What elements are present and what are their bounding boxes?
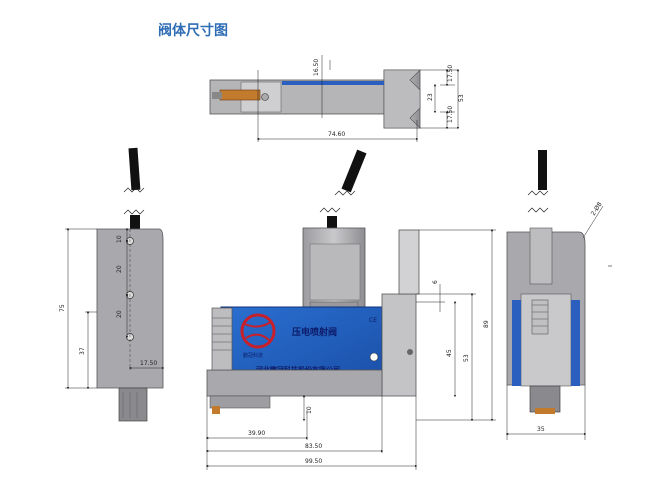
dim-front-89: 89 [483, 320, 490, 328]
ce-mark: CE [369, 317, 377, 324]
dim-left-75: 75 [59, 304, 66, 312]
dim-front-45: 45 [446, 349, 453, 357]
front-adjust-screw [211, 307, 233, 371]
left-cable [128, 147, 141, 191]
right-cable [538, 150, 547, 190]
dim-right-35: 35 [537, 426, 545, 433]
dim-left-37: 37 [79, 347, 86, 355]
dim-front-39-90: 39.90 [248, 430, 265, 437]
dim-front-83-50: 83.50 [305, 443, 322, 450]
company-name: 河北鹏冠科技股份有限公司 [256, 365, 340, 374]
dim-front-99-50: 99.50 [305, 458, 322, 465]
dim-front-10: 10 [306, 406, 313, 414]
company-logo [240, 313, 276, 349]
right-side-view: 2-Ø8 35 [505, 150, 612, 440]
left-side-view: 10 20 20 75 37 17.50 [59, 147, 165, 422]
dim-right-2-phi8: 2-Ø8 [590, 201, 604, 217]
dim-front-53: 53 [463, 354, 470, 362]
dim-top-23: 23 [427, 93, 434, 101]
dim-top-53: 53 [458, 94, 465, 102]
cable-connector [219, 89, 261, 101]
front-view: 鹏冠科技 压电喷射阀 CE 河北鹏冠科技股份有限公司 WWW.CNPGKJ.CO… [205, 149, 496, 470]
dim-top-74-60: 74.60 [328, 131, 345, 138]
logo-text: 鹏冠科技 [243, 352, 263, 359]
dim-front-6: 6 [432, 280, 439, 284]
dim-top-17-50-b: 17.50 [447, 106, 454, 123]
left-body [96, 228, 164, 389]
front-right-block [381, 293, 417, 397]
dim-left-17-50: 17.50 [140, 360, 157, 367]
dim-left-10: 10 [116, 235, 123, 243]
front-cable [341, 149, 367, 193]
page-title: 阀体尺寸图 [158, 23, 228, 39]
dim-top-16-50: 16.50 [313, 59, 320, 76]
left-nozzle [118, 387, 148, 422]
dim-left-20-a: 20 [116, 265, 123, 273]
dim-left-20-b: 20 [116, 310, 123, 318]
top-view: 74.60 16.50 17.50 23 17.50 53 [209, 55, 465, 142]
dim-top-17-50-a: 17.50 [447, 65, 454, 82]
product-name: 压电喷射阀 [292, 326, 337, 338]
